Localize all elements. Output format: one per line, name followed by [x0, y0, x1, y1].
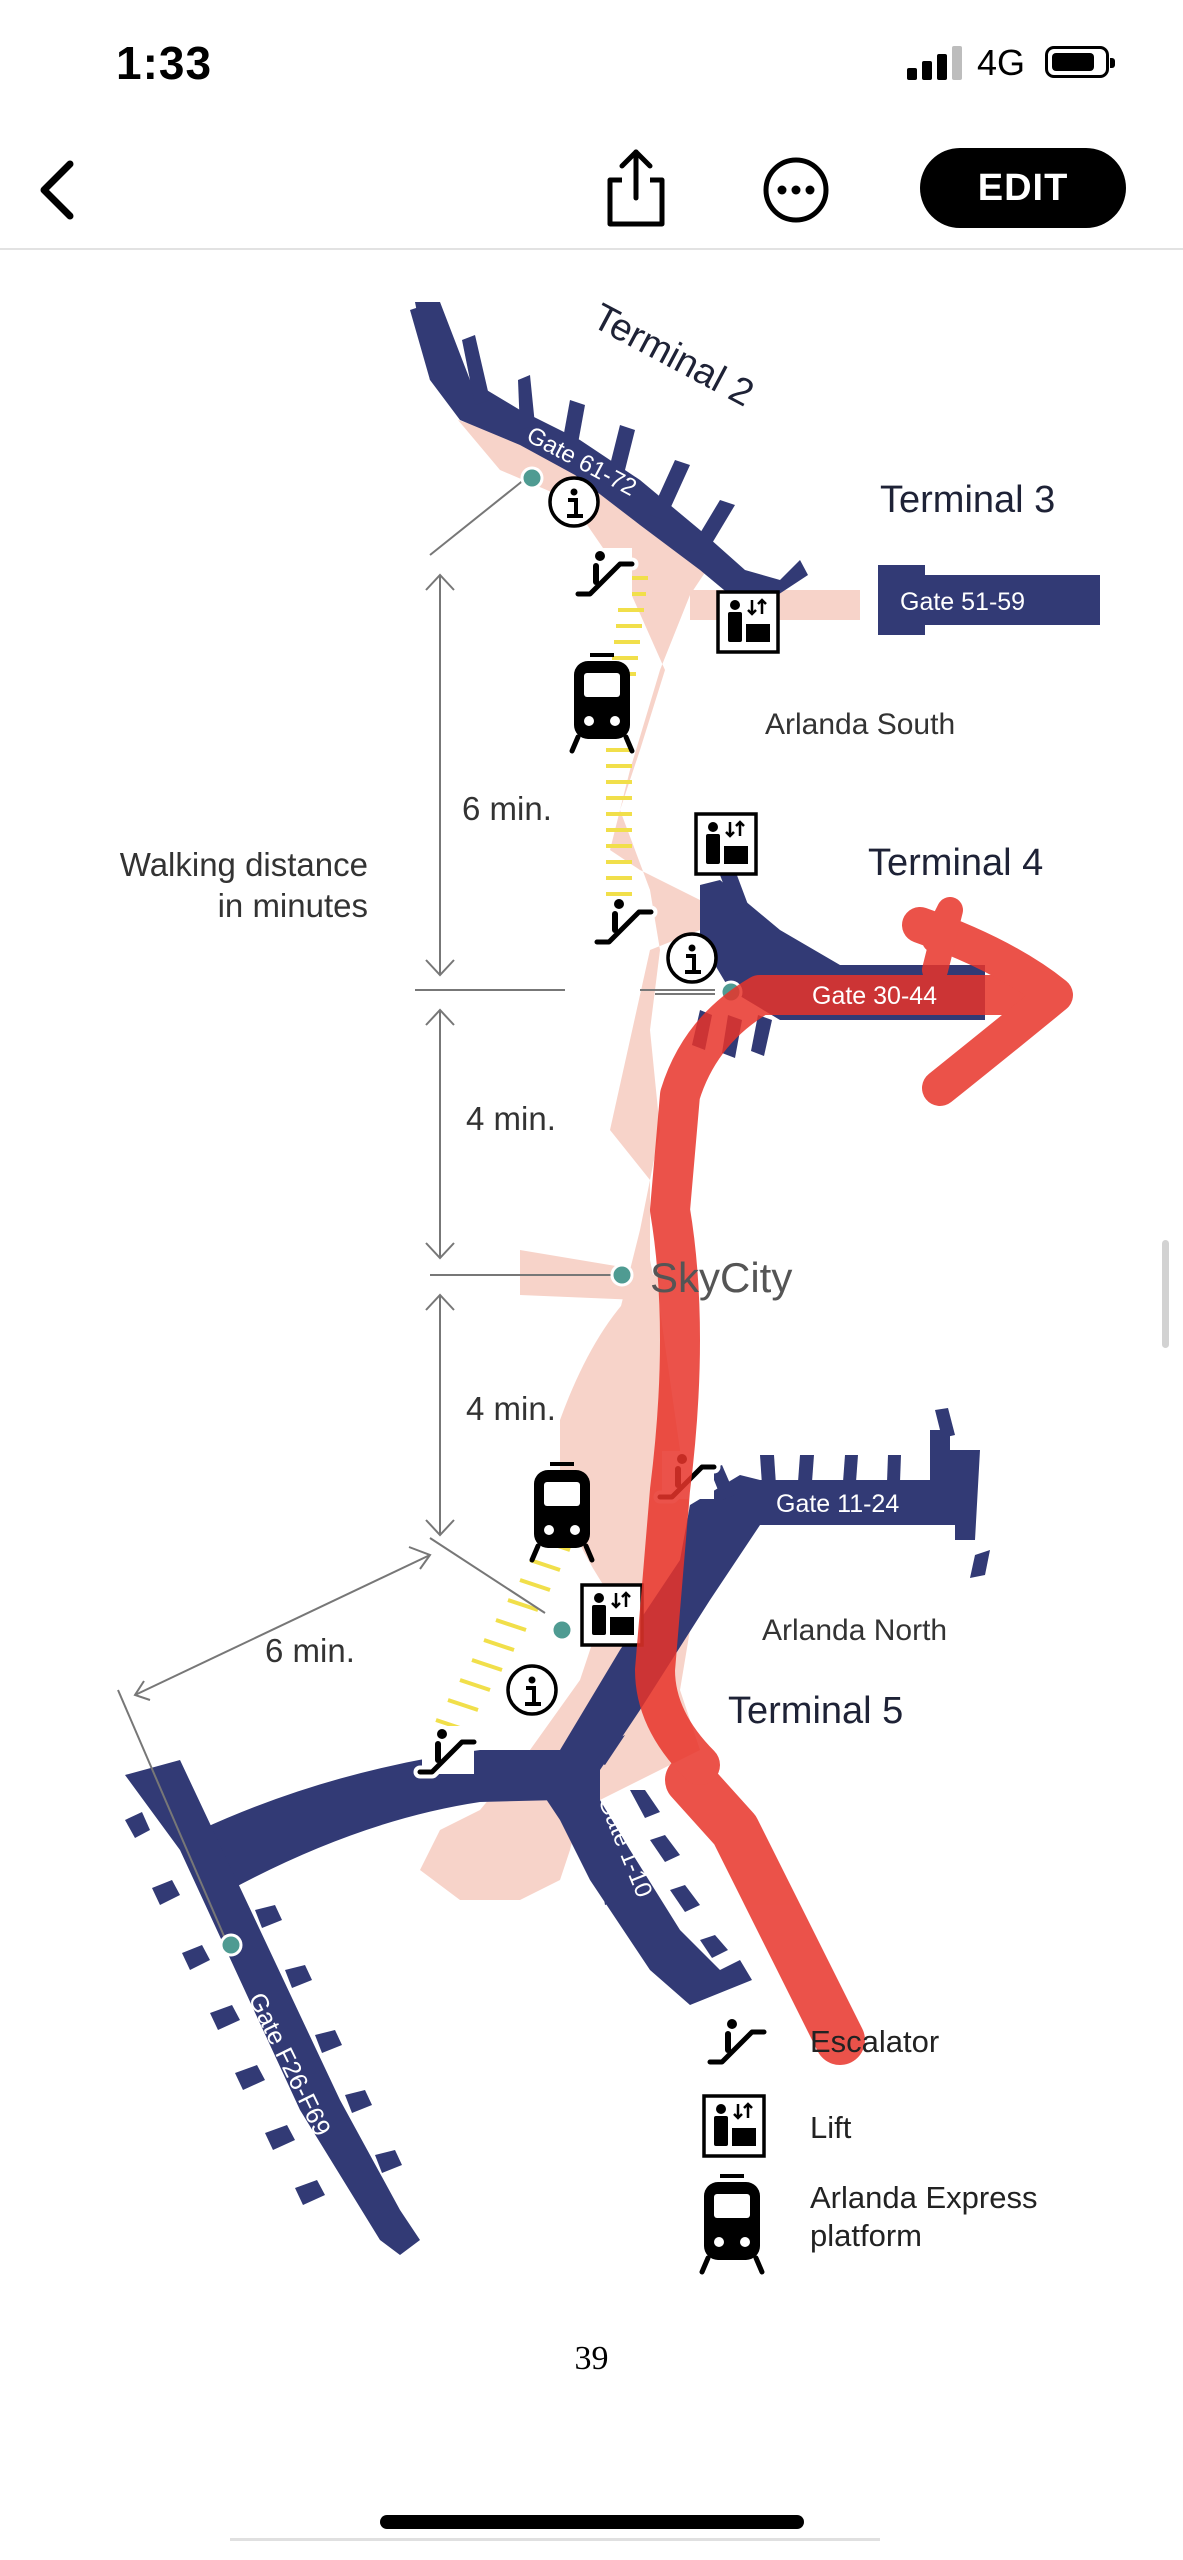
status-time: 1:33 [116, 37, 213, 89]
label-distance-4min-lower: 4 min. [466, 1390, 556, 1427]
label-gate-30-44: Gate 30-44 [812, 982, 937, 1010]
legend-lift-label: Lift [810, 2110, 852, 2145]
more-options-button[interactable] [760, 154, 832, 226]
label-terminal-3: Terminal 3 [880, 479, 1055, 521]
distance-lines [117, 474, 715, 1951]
label-walking-distance: Walking distance [120, 846, 368, 883]
bottom-divider [230, 2538, 880, 2541]
back-button[interactable] [28, 150, 108, 230]
chevron-left-icon [40, 160, 74, 220]
lift-icon [702, 2094, 766, 2158]
legend-express-label-1: Arlanda Express [810, 2180, 1037, 2215]
label-arlanda-south: Arlanda South [765, 708, 955, 741]
lift-icon [694, 812, 758, 876]
ellipsis-circle-icon [763, 157, 829, 223]
label-terminal-5: Terminal 5 [728, 1690, 903, 1732]
info-icon [506, 1664, 558, 1716]
toolbar: EDIT [0, 130, 1183, 250]
label-skycity: SkyCity [650, 1254, 792, 1301]
battery-icon [1045, 46, 1115, 78]
route-annotation [635, 897, 1073, 2065]
label-terminal-4: Terminal 4 [868, 842, 1043, 884]
scrollbar-thumb[interactable] [1162, 1240, 1169, 1348]
map-svg: Terminal 2 Terminal 3 Terminal 4 Termina… [117, 296, 1100, 2500]
label-terminal-2: Terminal 2 [586, 296, 760, 415]
lift-icon [580, 1583, 644, 1647]
status-bar: 1:33 4G [0, 0, 1183, 130]
share-icon [607, 149, 665, 227]
edit-button[interactable]: EDIT [920, 148, 1126, 228]
train-icon [572, 655, 632, 751]
label-in-minutes: in minutes [218, 887, 368, 924]
label-distance-6min-left: 6 min. [265, 1632, 355, 1669]
label-distance-4min-upper: 4 min. [466, 1100, 556, 1137]
network-type: 4G [977, 42, 1026, 83]
legend-express-label-2: platform [810, 2218, 922, 2253]
train-icon [532, 1464, 592, 1560]
escalator-icon [710, 2016, 764, 2064]
escalator-icon [597, 896, 651, 944]
info-icon [548, 476, 600, 528]
signal-strength-icon [907, 46, 963, 80]
label-gate-11-24: Gate 11-24 [776, 1490, 899, 1518]
page-number: 39 [574, 2340, 609, 2377]
train-icon [702, 2176, 762, 2272]
info-icon [666, 932, 718, 984]
home-indicator[interactable] [380, 2515, 804, 2529]
label-gate-51-59: Gate 51-59 [900, 588, 1025, 616]
label-arlanda-north: Arlanda North [762, 1614, 947, 1647]
label-distance-6min-top: 6 min. [462, 790, 552, 827]
airport-map: Terminal 2 Terminal 3 Terminal 4 Termina… [0, 250, 1183, 2500]
lift-icon [716, 590, 780, 654]
legend-escalator-label: Escalator [810, 2024, 939, 2059]
escalator-icon [578, 548, 632, 596]
map-legend: Escalator Lift Arlanda Express platform [702, 2016, 1037, 2272]
escalator-icon [420, 1726, 474, 1774]
share-button[interactable] [598, 146, 674, 232]
